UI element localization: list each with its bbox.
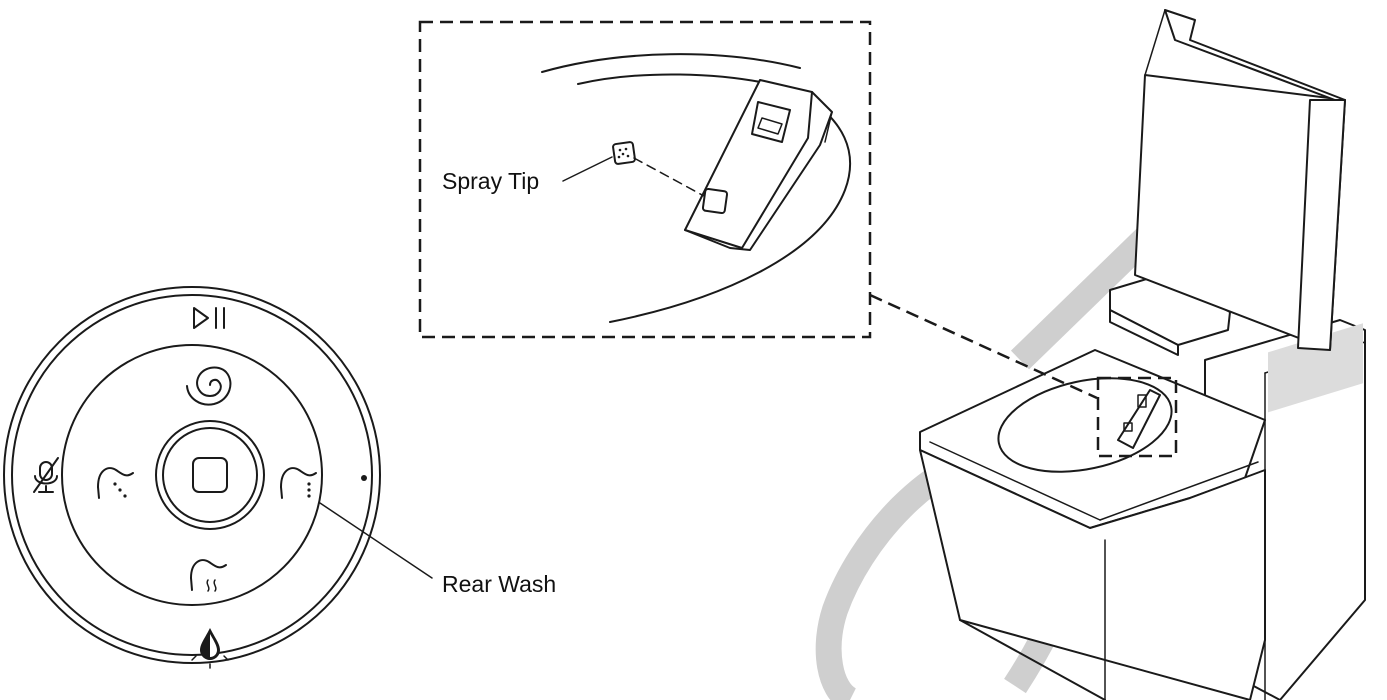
spray-tip-part: [612, 141, 636, 165]
rear-wash-label: Rear Wash: [442, 571, 556, 597]
remote-control: [3, 286, 381, 669]
swirl-icon[interactable]: [186, 366, 232, 406]
play-pause-icon[interactable]: [193, 307, 225, 329]
rear-wash-leader: [319, 502, 433, 579]
callout-box-small: [1096, 376, 1178, 458]
stop-square-icon[interactable]: [192, 457, 228, 493]
callout-leader-dashed: [869, 293, 1098, 400]
nightlight-icon[interactable]: [191, 628, 229, 669]
toilet-illustration: [919, 9, 1366, 700]
detail-callout: Spray Tip: [418, 20, 872, 339]
dryer-icon[interactable]: [190, 559, 227, 592]
front-wash-icon[interactable]: [97, 467, 134, 499]
rear-wash-icon[interactable]: [280, 467, 317, 499]
callout-box-large: [418, 20, 872, 339]
microphone-off-icon[interactable]: [33, 457, 59, 493]
spray-tip-label: Spray Tip: [442, 168, 539, 194]
indicator-dot: [361, 475, 367, 481]
